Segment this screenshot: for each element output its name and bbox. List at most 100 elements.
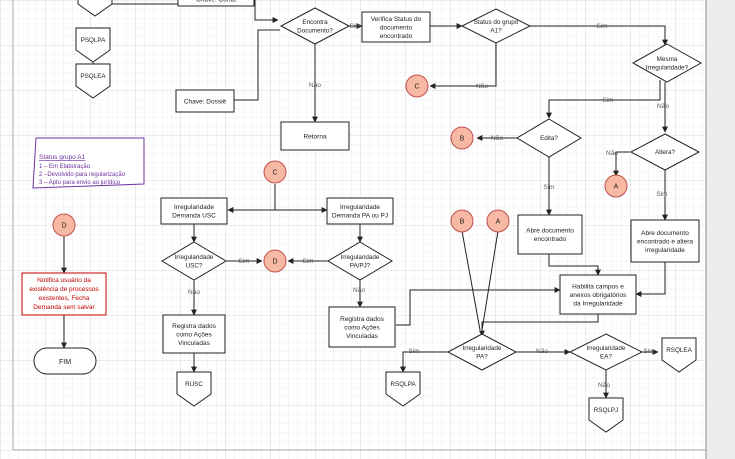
offpage-psqlea: PSQLEA xyxy=(75,63,111,99)
terminal-fim: FIM xyxy=(33,347,97,375)
offpage-rsqlpj-label: RSQLPJ xyxy=(594,407,619,414)
connector-c-lower-label: C xyxy=(272,170,277,177)
offpage-rsqlpj: RSQLPJ xyxy=(588,397,624,433)
process-retorna-label: Retorna xyxy=(303,134,327,141)
notice-line-2: existência de processos xyxy=(29,286,99,293)
process-irreg-papj-line-1: Irregularidade xyxy=(340,204,380,211)
label-status-sim: Sim xyxy=(596,23,607,30)
connector-a-upper: A xyxy=(604,174,628,198)
process-verifica-status-line-2: documento xyxy=(380,24,413,31)
process-registra-usc-line-3: Vinculadas xyxy=(178,340,210,347)
label-pa-sim: Sim xyxy=(408,348,419,355)
grid-background xyxy=(0,0,706,459)
decision-irreg-pa-line-2: PA? xyxy=(476,353,488,360)
connector-d-center-label: D xyxy=(272,259,277,266)
edge-b-pa xyxy=(461,230,481,331)
decision-status-a1-line-2: A1? xyxy=(490,27,502,34)
label-encontra-sim: Sim xyxy=(349,23,360,30)
edge-conta-encontra xyxy=(254,0,279,23)
legend-box: Status grupo A1 1 – Em Elaboração 2 –Dev… xyxy=(32,137,145,189)
process-retorna: Retorna xyxy=(280,121,350,151)
connector-b-lower: B xyxy=(450,209,474,233)
decision-encontra-line-2: Documento? xyxy=(297,27,333,34)
connector-a-lower-label: A xyxy=(496,219,501,226)
process-irreg-papj-line-2: Demanda PA ou PJ xyxy=(332,213,388,220)
offpage-rsqlpa-label: RSQLPA xyxy=(390,381,416,388)
decision-irreg-usc-line-2: USC? xyxy=(186,262,203,269)
process-registra-usc-line-2: como Ações xyxy=(176,331,212,338)
process-registra-papj-line-3: Vinculadas xyxy=(346,333,378,340)
offpage-psqlpa-label: PSQLPA xyxy=(81,37,107,44)
edge-mesma-sim xyxy=(546,80,661,119)
process-chave-dossie-label: Chave: Dossiê xyxy=(184,99,227,106)
process-abre-doc-line-2: encontrado xyxy=(534,236,567,243)
label-pa-nao: Não xyxy=(536,348,548,355)
process-verifica-status-line-1: Verifica Status do xyxy=(371,16,422,23)
decision-encontra-line-1: Encontra xyxy=(302,19,328,26)
legend-title: Status grupo A1 xyxy=(39,154,86,161)
decision-edita-line-1: Edita? xyxy=(540,135,558,142)
connector-d-left-label: D xyxy=(61,223,66,230)
offpage-rsqlea-label: RSQLEA xyxy=(666,347,692,354)
connector-a-upper-label: A xyxy=(614,184,619,191)
connector-b-lower-label: B xyxy=(460,219,465,226)
decision-altera-line-1: Altera? xyxy=(655,149,675,156)
legend-item-1: 1 – Em Elaboração xyxy=(39,164,91,170)
process-habilita-line-1: Habilita campos e xyxy=(572,283,624,290)
label-altera-sim: Sim xyxy=(656,191,667,198)
process-habilita-line-2: anexos obrigatórios xyxy=(570,292,627,299)
decision-irreg-ea-line-2: EA? xyxy=(600,353,612,360)
decision-irreg-pa-line-1: Irregularidade xyxy=(463,345,502,352)
decision-status-a1-line-1: Status do grupo xyxy=(474,19,519,26)
offpage-psqlea-label: PSQLEA xyxy=(80,73,106,80)
process-habilita-line-3: da Irregularidade xyxy=(573,300,623,307)
label-edita-nao: Não xyxy=(491,135,503,142)
edge-dossie-encontra xyxy=(233,29,280,101)
process-chave-conta: Chave: Conta xyxy=(177,0,255,7)
legend-item-3: 3 – Apto para envio ao jurídico xyxy=(39,180,121,186)
edge-registra-habilita xyxy=(396,287,561,326)
offpage-rsqlpa: RSQLPA xyxy=(385,371,421,407)
edge-status-nao xyxy=(429,43,497,89)
decision-irreg-usc-line-1: Irregularidade xyxy=(175,254,214,261)
process-abre-doc-altera-line-1: Abre documento xyxy=(641,230,689,237)
label-papj-sim: Sim xyxy=(302,258,313,265)
process-registra-papj-line-2: como Ações xyxy=(344,324,380,331)
connector-d-center: D xyxy=(263,249,287,273)
terminal-fim-label: FIM xyxy=(59,359,71,366)
process-irreg-usc-line-2: Demanda USC xyxy=(172,213,216,220)
connector-b-right-label: B xyxy=(460,136,465,143)
decision-mesma-line-1: Mesma xyxy=(657,56,678,63)
process-abre-doc-altera-line-2: encontrado e altera xyxy=(637,238,693,245)
label-mesma-sim: Sim xyxy=(602,97,613,104)
notice-line-3: existentes, Fecha xyxy=(39,295,90,302)
process-irreg-usc-line-1: Irregularidade xyxy=(174,204,214,211)
label-altera-nao: Não xyxy=(606,150,618,157)
decision-irreg-papj-line-2: PA/PJ? xyxy=(350,262,371,269)
connector-c-upper: C xyxy=(405,74,429,98)
label-ea-sim: Sim xyxy=(643,348,654,355)
process-registra-usc-line-1: Registra dados xyxy=(172,323,216,330)
offpage-psqlpa: PSQLPA xyxy=(75,27,111,63)
label-status-nao: Não xyxy=(476,83,488,90)
process-verifica-status-line-3: encontrado xyxy=(380,33,413,40)
label-usc-sim: Sim xyxy=(238,258,249,265)
decision-edita: Edita? xyxy=(516,118,582,158)
label-edita-sim: Sim xyxy=(543,184,554,191)
connector-b-right: B xyxy=(450,126,474,150)
edge-abrealtera-habilita xyxy=(635,262,666,297)
offpage-rusc: RUSC xyxy=(176,371,212,407)
